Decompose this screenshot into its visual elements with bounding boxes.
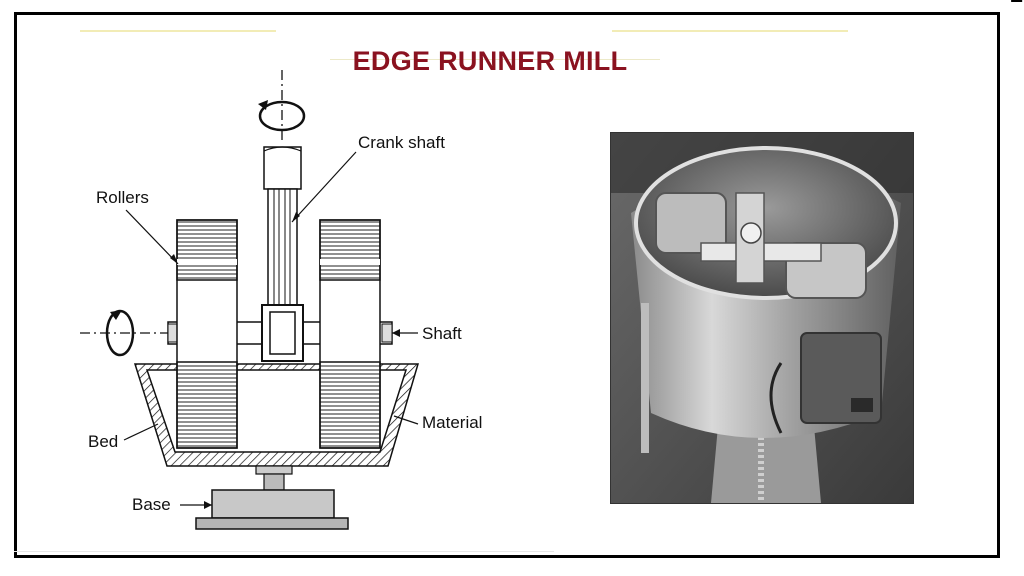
leader-material	[393, 415, 419, 425]
label-material: Material	[422, 413, 483, 432]
left-roller	[176, 219, 238, 449]
label-base: Base	[132, 495, 171, 514]
right-roller	[319, 219, 381, 449]
crank-shaft-rod	[267, 188, 298, 306]
label-crank-shaft: Crank shaft	[358, 133, 445, 152]
leader-rollers	[125, 209, 179, 265]
leader-crank-shaft	[291, 151, 357, 223]
leader-bed	[123, 423, 159, 441]
mill-photo	[610, 132, 914, 504]
rotation-arrow-left-icon	[105, 309, 135, 357]
decor-line-right	[612, 30, 848, 32]
label-bed: Bed	[88, 432, 119, 451]
crank-shaft-top	[263, 146, 302, 190]
page-title: EDGE RUNNER MILL	[352, 46, 628, 76]
decor-line-title	[330, 59, 660, 60]
decor-line-bottom	[14, 551, 554, 552]
base	[195, 465, 349, 530]
rotation-arrow-top-icon	[258, 100, 306, 132]
label-rollers: Rollers	[96, 188, 149, 207]
decor-line-left	[80, 30, 276, 32]
label-shaft: Shaft	[422, 324, 462, 343]
corner-mark: ▔	[1011, 0, 1022, 16]
